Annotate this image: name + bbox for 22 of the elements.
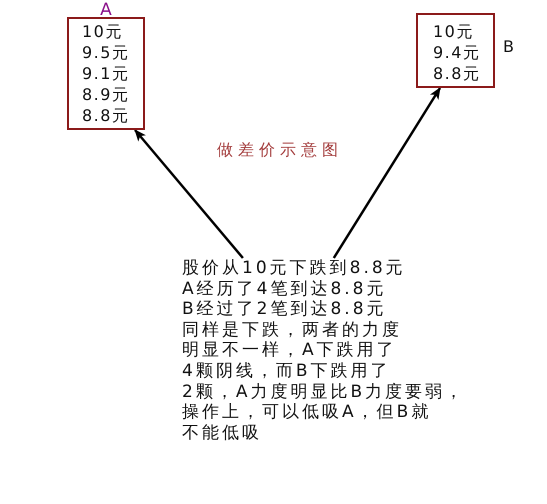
arrow bbox=[332, 87, 442, 259]
note-text: 股价从10元下跌到8.8元 bbox=[182, 258, 406, 279]
note-text: 同样是下跌，两者的力度 bbox=[182, 320, 402, 340]
note-text: 明显不一样，A下跌用了 bbox=[182, 340, 397, 361]
note-text: 操作上，可以低吸A，但B就 bbox=[182, 402, 432, 423]
price-value: 8.8元 bbox=[82, 105, 130, 126]
note-text: 2颗，A力度明显比B力度要弱， bbox=[182, 382, 466, 402]
note-text: 4颗阴线，而B下跌用了 bbox=[182, 360, 390, 382]
price-value: 10元 bbox=[433, 21, 474, 42]
price-value: 9.5元 bbox=[82, 42, 130, 63]
arrow bbox=[134, 129, 244, 259]
note-text: B经过了2笔到达8.8元 bbox=[182, 299, 387, 320]
price-value: 8.8元 bbox=[433, 63, 480, 84]
price-value: 9.1元 bbox=[82, 63, 130, 84]
price-value: 10元 bbox=[82, 21, 123, 42]
price-value: 8.9元 bbox=[82, 84, 130, 105]
note-text: A经历了4笔到达8.8元 bbox=[182, 278, 386, 300]
diagram-title: 做差价示意图 bbox=[217, 140, 343, 160]
price-value: 9.4元 bbox=[433, 42, 480, 63]
box-label: B bbox=[503, 38, 514, 56]
box-heading: A bbox=[100, 2, 112, 17]
note-text: 不能低吸 bbox=[182, 422, 262, 444]
